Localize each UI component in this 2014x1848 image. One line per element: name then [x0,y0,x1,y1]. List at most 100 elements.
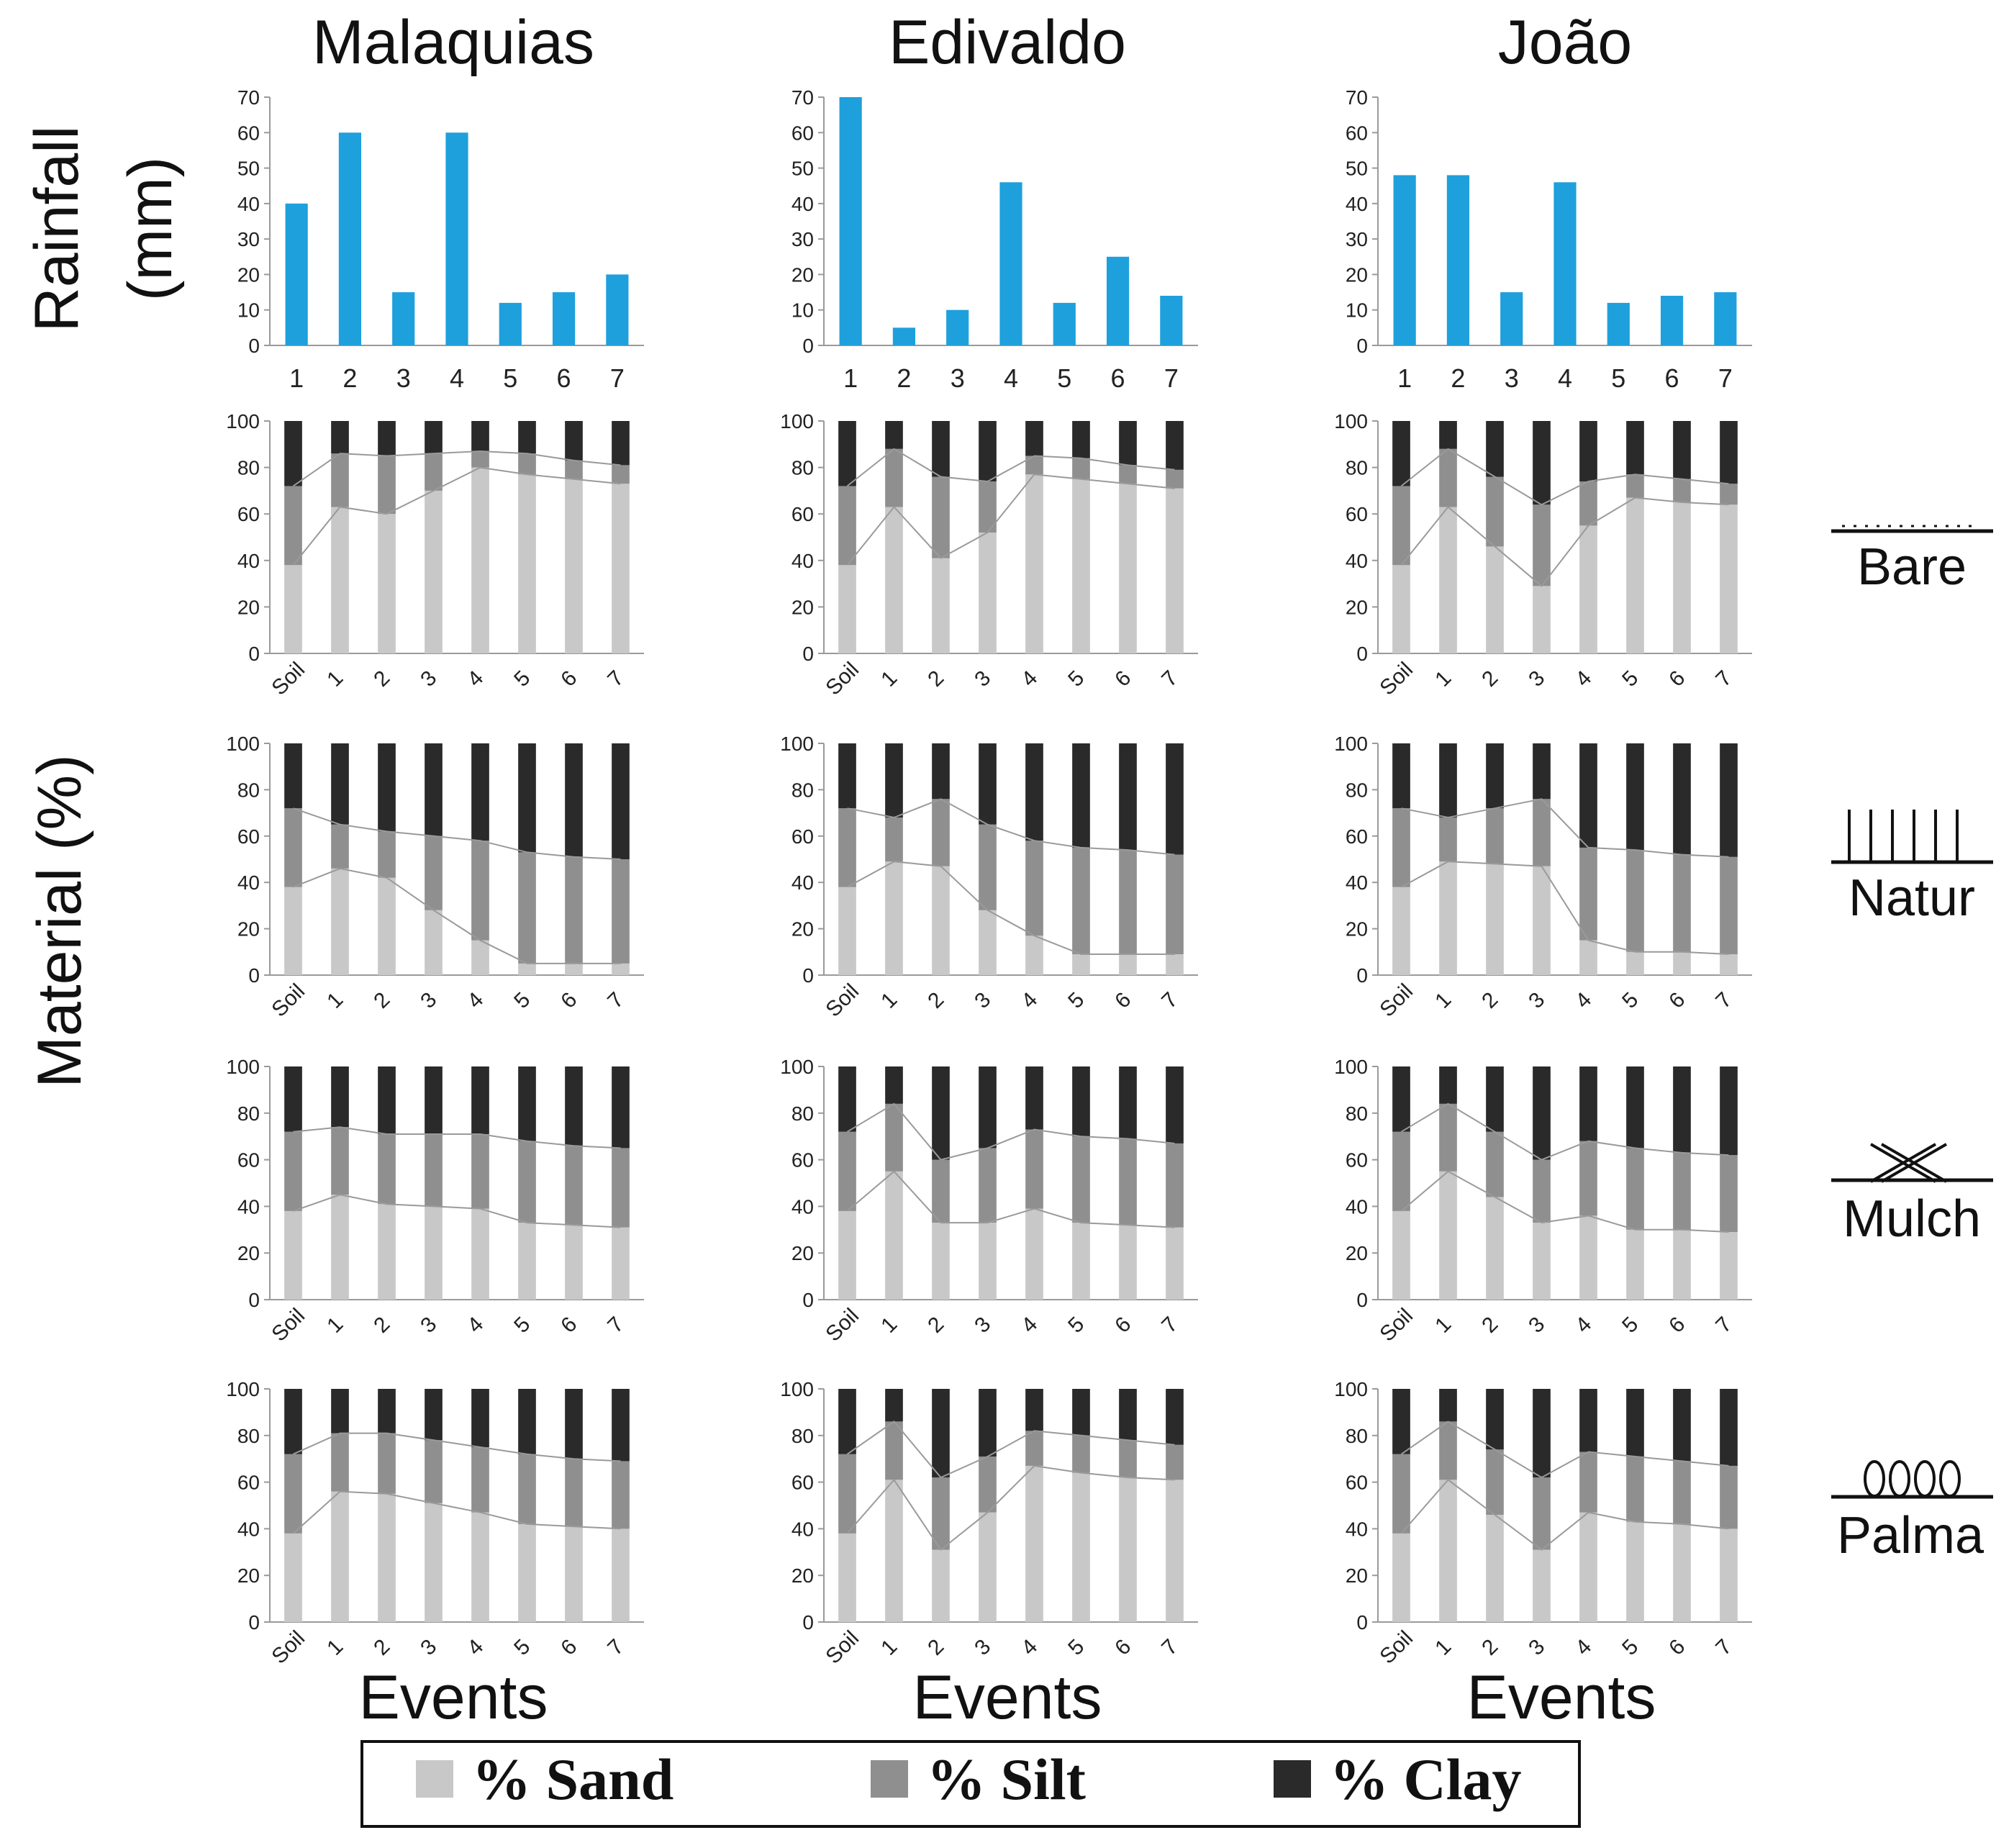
stack-bar-malaquias-mulch-3-clay [425,1066,443,1134]
stack-xtick-label-joao-bare-7: 7 [1711,666,1736,692]
rain-ytick-label-malaquias-10: 10 [237,299,260,322]
stack-ytick-label-malaquias-mulch-100: 100 [226,1056,260,1078]
mulch-icon [1831,1143,1993,1183]
stack-bar-joao-palma-5-clay [1626,1389,1644,1457]
stack-ytick-label-edivaldo-palma-20: 20 [791,1564,814,1587]
stack-bar-malaquias-palma-3-sand [425,1503,443,1622]
stack-xtick-label-malaquias-natur-2: 2 [369,988,394,1013]
stack-bar-edivaldo-mulch-7-sand [1166,1227,1184,1300]
stack-ytick-label-edivaldo-mulch-80: 80 [791,1102,814,1125]
stack-bar-edivaldo-mulch-7-silt [1166,1143,1184,1228]
stack-xtick-label-joao-natur-4: 4 [1571,988,1596,1013]
stack-bar-edivaldo-palma-3-sand [979,1512,997,1622]
silt-boundary-line-joao-bare [1400,448,1729,506]
stack-bar-malaquias-bare-soil-silt [284,486,302,566]
stack-bar-joao-mulch-2-sand [1486,1197,1504,1300]
stack-bar-edivaldo-mulch-7-clay [1166,1066,1184,1143]
bare-soil-icon [1831,525,1993,533]
stack-bar-edivaldo-palma-1-clay [885,1389,903,1422]
stack-bar-malaquias-natur-2-clay [378,743,396,832]
stack-xtick-label-edivaldo-palma-4: 4 [1017,1635,1042,1660]
rain-ytick-label-joao-10: 10 [1346,299,1368,322]
stack-ytick-label-joao-palma-0: 0 [1356,1611,1368,1634]
stack-bar-malaquias-natur-5-sand [518,963,536,975]
rain-ytick-label-edivaldo-0: 0 [802,335,814,357]
rain-ytick-label-malaquias-0: 0 [248,335,260,357]
rain-bar-edivaldo-1 [839,97,862,345]
stack-xtick-label-edivaldo-mulch-4: 4 [1017,1313,1042,1338]
stack-bar-edivaldo-bare-5-sand [1072,479,1090,653]
silt-boundary-line-malaquias-palma [293,1432,621,1462]
stack-xtick-label-joao-bare-1: 1 [1430,666,1456,692]
stack-bar-joao-natur-4-sand [1579,940,1597,975]
stack-bar-edivaldo-mulch-4-sand [1025,1208,1043,1300]
stack-bar-joao-palma-7-silt [1720,1465,1738,1529]
stack-ytick-label-edivaldo-bare-100: 100 [780,410,814,432]
stack-ytick-label-edivaldo-palma-80: 80 [791,1425,814,1447]
stack-bar-edivaldo-natur-4-clay [1025,743,1043,841]
stack-bar-edivaldo-bare-5-silt [1072,458,1090,479]
stack-xtick-label-malaquias-natur-5: 5 [509,988,535,1013]
stack-bar-edivaldo-mulch-2-clay [932,1066,950,1160]
rainfall-ylabel-line2: (mm) [116,157,185,302]
stack-bar-joao-natur-1-clay [1439,743,1457,818]
stack-bar-edivaldo-palma-5-clay [1072,1389,1090,1436]
stack-bar-malaquias-natur-7-sand [612,963,630,975]
stack-xtick-label-edivaldo-natur-3: 3 [970,988,995,1013]
stack-ytick-label-malaquias-natur-100: 100 [226,733,260,755]
stack-bar-malaquias-palma-5-silt [518,1454,536,1524]
stack-bar-malaquias-natur-1-sand [331,868,349,975]
stack-bar-joao-natur-1-sand [1439,861,1457,975]
stack-bar-joao-palma-2-clay [1486,1389,1504,1450]
stack-bar-edivaldo-natur-6-sand [1119,954,1137,975]
stack-bar-edivaldo-palma-soil-clay [838,1389,856,1454]
stack-bar-edivaldo-palma-soil-silt [838,1454,856,1534]
stack-xtick-label-joao-mulch-1: 1 [1430,1313,1456,1338]
rain-bar-edivaldo-6 [1106,256,1130,345]
stack-bar-joao-natur-3-silt [1533,799,1551,866]
stack-ytick-label-malaquias-mulch-60: 60 [237,1149,260,1172]
rain-bar-malaquias-1 [285,203,308,345]
stack-xtick-label-edivaldo-palma-2: 2 [923,1635,948,1660]
stack-ytick-label-malaquias-mulch-20: 20 [237,1242,260,1264]
stack-xtick-label-joao-mulch-soil: Soil [1375,1304,1417,1346]
stack-bar-joao-mulch-1-silt [1439,1103,1457,1172]
rain-ytick-label-joao-20: 20 [1346,263,1368,286]
stack-bar-malaquias-palma-soil-silt [284,1454,302,1534]
stack-bar-edivaldo-bare-2-sand [932,558,950,653]
stack-bar-edivaldo-natur-2-clay [932,743,950,800]
stack-bar-edivaldo-bare-7-sand [1166,488,1184,653]
rain-ytick-label-malaquias-20: 20 [237,263,260,286]
stack-bar-malaquias-bare-3-clay [425,421,443,454]
stack-bar-joao-palma-1-silt [1439,1421,1457,1480]
sand-boundary-line-malaquias-bare [292,466,621,566]
stack-ytick-label-malaquias-natur-80: 80 [237,779,260,801]
sand-boundary-line-edivaldo-natur [847,861,1175,955]
rain-ytick-label-malaquias-70: 70 [237,86,260,109]
stack-bar-malaquias-palma-7-sand [612,1528,630,1622]
stack-bar-edivaldo-mulch-4-silt [1025,1129,1043,1209]
rain-xtick-label-edivaldo-1: 1 [843,363,858,393]
stack-xtick-label-malaquias-palma-7: 7 [603,1635,628,1660]
stack-ytick-label-malaquias-bare-0: 0 [248,643,260,665]
stack-bar-joao-natur-6-silt [1673,854,1691,952]
stack-bar-malaquias-mulch-soil-clay [284,1066,302,1132]
stack-xtick-label-edivaldo-natur-2: 2 [923,988,948,1013]
stack-ytick-label-malaquias-mulch-0: 0 [248,1289,260,1311]
stack-ytick-label-edivaldo-mulch-40: 40 [791,1195,814,1218]
stack-bar-joao-mulch-4-silt [1579,1141,1597,1216]
stack-bar-joao-natur-2-silt [1486,808,1504,864]
rain-bar-edivaldo-4 [999,182,1022,345]
rain-xtick-label-malaquias-3: 3 [396,363,411,393]
stack-bar-malaquias-palma-1-clay [331,1389,349,1433]
sand-boundary-line-joao-bare [1400,497,1729,587]
stack-bar-malaquias-palma-5-sand [518,1523,536,1622]
stack-xtick-label-edivaldo-palma-3: 3 [970,1635,995,1660]
stack-bar-malaquias-palma-4-sand [471,1512,489,1622]
stack-bar-joao-palma-soil-sand [1392,1533,1410,1622]
stack-xtick-label-joao-bare-5: 5 [1618,666,1643,692]
stack-bar-malaquias-palma-6-silt [565,1459,583,1527]
stack-bar-edivaldo-natur-7-clay [1166,743,1184,855]
stack-bar-malaquias-mulch-5-sand [518,1223,536,1300]
